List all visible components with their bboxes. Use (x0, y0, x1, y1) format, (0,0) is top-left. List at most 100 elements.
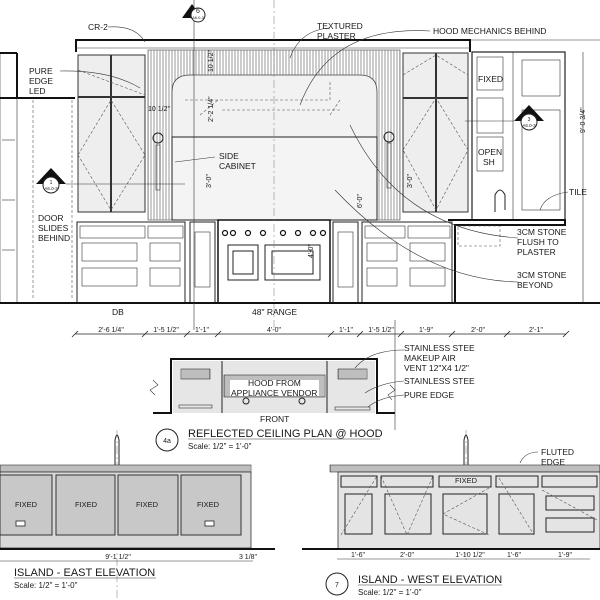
label-textured-plaster: TEXTURED (317, 21, 363, 31)
faucet-icon (463, 434, 469, 465)
label-pure-edge-led: PURE (29, 66, 53, 76)
dim-label: 6'-0" (357, 194, 364, 208)
label-tile: TILE (569, 187, 587, 197)
kitchen-wall-elevation (0, 0, 600, 338)
dim-label: 1'-6" (507, 552, 521, 559)
marker-number: 3 (528, 117, 531, 123)
pantry-cabinet (471, 51, 566, 221)
wall-sconce-icon (152, 132, 164, 144)
drawing-title: ISLAND - WEST ELEVATION (358, 574, 502, 586)
dim-label: 9'-0 3/4" (580, 107, 587, 133)
label-door-slides: BEHIND (38, 233, 70, 243)
panel-label: FIXED (15, 500, 38, 509)
dim-label: 1'-1" (195, 327, 209, 334)
note: PURE EDGE (404, 390, 454, 400)
makeup-air-vent (337, 368, 368, 380)
dim-label: 10 1/2" (208, 50, 215, 72)
label-hood-mechanics: HOOD MECHANICS BEHIND (433, 26, 546, 36)
panel-label: FIXED (136, 500, 159, 509)
panel-label: FIXED (197, 500, 220, 509)
label-fluted-edge: FLUTED (541, 447, 574, 457)
label-pure-edge-led: LED (29, 86, 46, 96)
label-door-slides: SLIDES (38, 223, 69, 233)
panel-label: FIXED (455, 476, 478, 485)
label-fixed: FIXED (478, 74, 503, 84)
drawing-tag-number: 4a (163, 438, 171, 445)
marker-number: 6 (196, 8, 200, 15)
dim-label: 2'-6 1/4" (98, 327, 124, 334)
dim-label: 4'-0" (308, 244, 315, 258)
note: STAINLESS STEE (404, 343, 475, 353)
label-fluted-edge: EDGE (541, 457, 565, 467)
label-cr2: CR-2 (88, 22, 108, 32)
pull-icon (204, 520, 215, 527)
label-stone-flush: FLUSH TO (517, 237, 559, 247)
label-textured-plaster: PLASTER (317, 31, 356, 41)
dim-label: 2'-0" (471, 327, 485, 334)
label-hood-from: HOOD FROM (248, 378, 301, 388)
dim-label: 1'-5 1/2" (153, 327, 179, 334)
dim-label: 3'-0" (206, 174, 213, 188)
island-west-elevation: FIXED FLUTED EDGE 1'-6" 2'-0" 1'-10 1/2"… (302, 430, 600, 597)
dim-label: 1'-9" (419, 327, 433, 334)
marker-ref: A6.0-3 (522, 123, 536, 128)
marker-ref: A6.0-3 (192, 15, 205, 20)
drawing-scale: Scale: 1/2" = 1'-0" (358, 588, 422, 597)
dim-label: 2'-2 1/4" (208, 96, 215, 122)
section-marker-3[interactable]: 3 A6.0-3 (465, 105, 544, 131)
label-stone-beyond: BEYOND (517, 280, 553, 290)
dim-label: 10 1/2" (148, 106, 170, 113)
section-marker-1[interactable]: 1 A6.0-3 (36, 168, 185, 194)
dim-label: 1'-9" (558, 552, 572, 559)
dimension-row: 2'-6 1/4" 1'-5 1/2" 1'-1" 4'-0" 1'-1" 1'… (98, 327, 543, 334)
drawing-title: REFLECTED CEILING PLAN @ HOOD (188, 428, 383, 440)
side-cabinet (171, 136, 378, 221)
label-stone-flush: 3CM STONE (517, 227, 567, 237)
dim-label: 3 1/8" (239, 554, 258, 561)
label-door-slides: DOOR (38, 213, 64, 223)
label-range: 48" RANGE (252, 307, 297, 317)
dim-label: 1'-10 1/2" (455, 552, 485, 559)
label-side-cabinet: SIDE (219, 151, 239, 161)
label-stone-beyond: 3CM STONE (517, 270, 567, 280)
drawing-scale: Scale: 1/2" = 1'-0" (188, 442, 252, 451)
marker-ref: A6.0-3 (44, 186, 58, 191)
dim-label: 2'-0" (400, 552, 414, 559)
left-base-cabinets (76, 221, 186, 304)
drawing-tag (325, 572, 349, 596)
left-partial-cabinet (0, 52, 18, 304)
reflected-ceiling-plan: HOOD FROM APPLIANCE VENDOR FRONT STAINLE… (149, 320, 475, 452)
label-stone-flush: PLASTER (517, 247, 556, 257)
dim-label: 1'-6" (351, 552, 365, 559)
dim-label: 1'-1" (339, 327, 353, 334)
section-marker-6[interactable]: 6 A6.0-3 (182, 4, 206, 23)
note: STAINLESS STEE (404, 376, 475, 386)
main-elevation-labels: CR-2 TEXTURED PLASTER HOOD MECHANICS BEH… (29, 21, 587, 317)
dim-label: 3'-0" (407, 174, 414, 188)
label-open-shelf: OPEN (478, 147, 502, 157)
label-open-shelf: SH (483, 157, 495, 167)
makeup-air-vent (180, 368, 211, 380)
soffit (75, 39, 471, 52)
dim-label: 1'-5 1/2" (368, 327, 394, 334)
right-base-cabinets (361, 221, 453, 304)
pull-icon (15, 520, 26, 527)
drawing-tag-number: 7 (335, 582, 339, 589)
drawing-title: ISLAND - EAST ELEVATION (14, 567, 155, 579)
label-front: FRONT (260, 414, 289, 424)
marker-number: 1 (50, 180, 53, 186)
dim-label: 9'-1 1/2" (105, 554, 131, 561)
wall-sconce-icon (383, 131, 395, 143)
island-east-elevation: FIXED FIXED FIXED FIXED 9'-1 1/2" 3 1/8"… (0, 430, 275, 600)
faucet-icon (494, 189, 506, 212)
faucet-icon (114, 434, 120, 465)
label-hood-vendor: APPLIANCE VENDOR (231, 388, 317, 398)
note: VENT 12"X4 1/2" (404, 363, 469, 373)
dim-label: 4'-0" (267, 327, 281, 334)
label-pure-edge-led: EDGE (29, 76, 53, 86)
label-db: DB (112, 307, 124, 317)
label-side-cabinet: CABINET (219, 161, 256, 171)
note: MAKEUP AIR (404, 353, 456, 363)
